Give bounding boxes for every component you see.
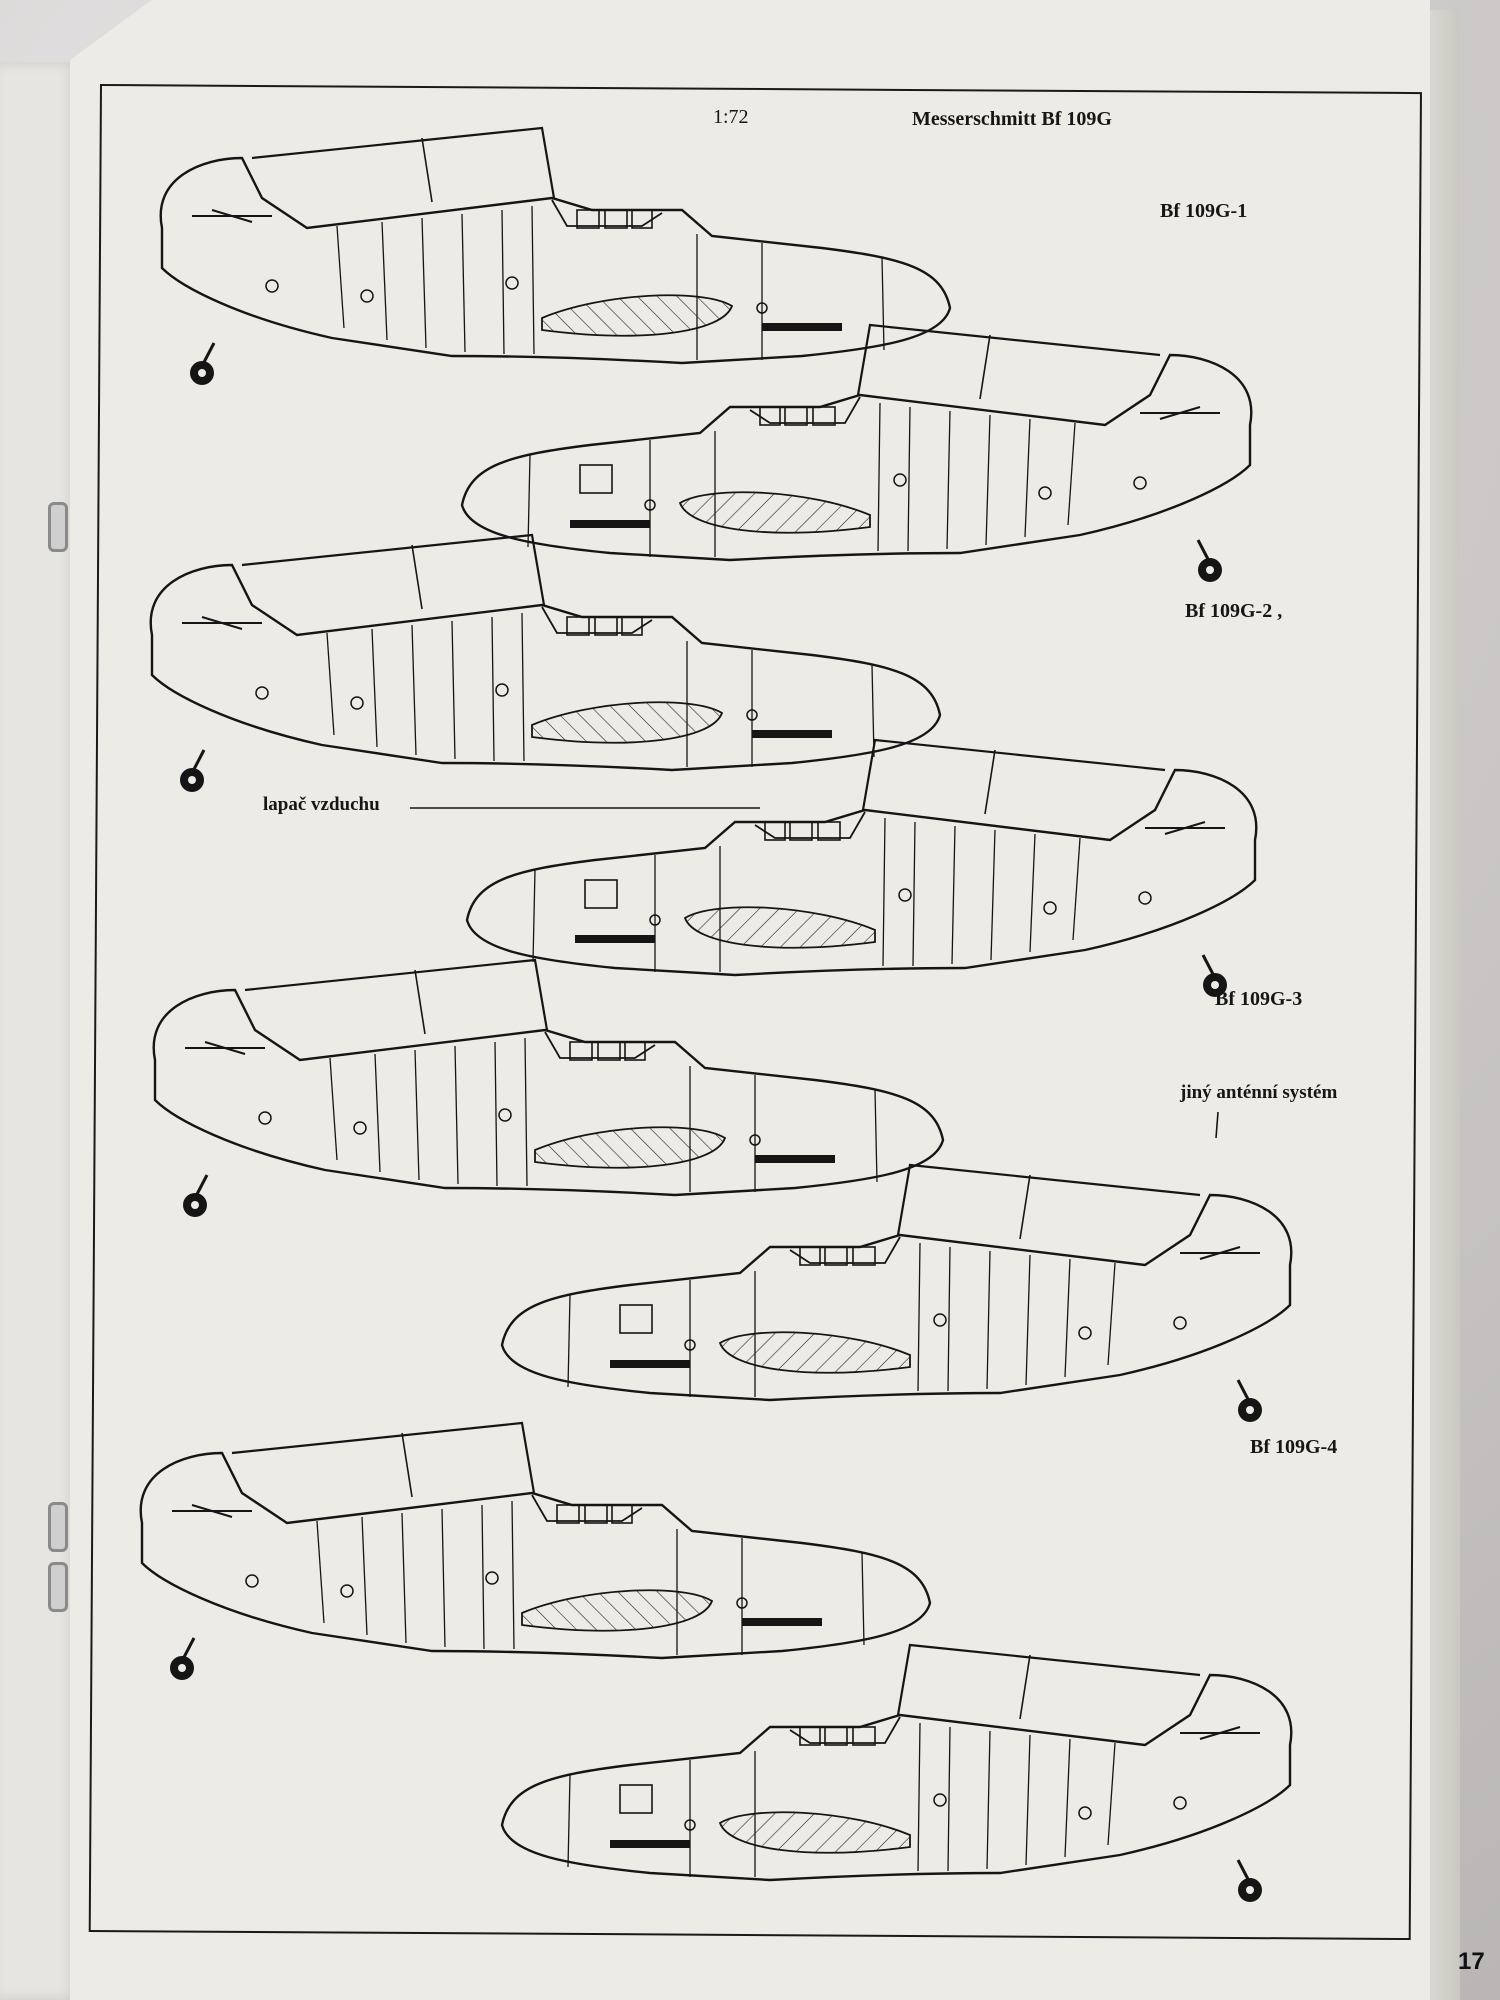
variant-label: Bf 109G-2 , bbox=[1185, 600, 1283, 622]
page-number: 17 bbox=[1458, 1948, 1485, 1975]
variant-label: Bf 109G-1 bbox=[1160, 200, 1248, 222]
air-intake-annotation: lapač vzduchu bbox=[263, 794, 380, 815]
aircraft-drawing bbox=[139, 1421, 932, 1682]
variant-label: Bf 109G-3 bbox=[1215, 988, 1303, 1010]
staple bbox=[48, 502, 68, 552]
scale-label: 1:72 bbox=[713, 106, 749, 128]
aircraft-drawing bbox=[152, 958, 945, 1219]
staple bbox=[48, 1562, 68, 1612]
leader-line bbox=[1215, 1111, 1219, 1139]
aircraft-drawing bbox=[159, 126, 952, 387]
aircraft-drawing bbox=[462, 325, 1251, 582]
aircraft-drawing bbox=[502, 1165, 1291, 1422]
aircraft-drawing bbox=[502, 1645, 1291, 1902]
aircraft-drawing bbox=[149, 533, 942, 794]
left-page bbox=[0, 62, 82, 2000]
booklet-page bbox=[70, 0, 1430, 2000]
antenna-annotation: jiný anténní systém bbox=[1180, 1082, 1338, 1103]
page-title: Messerschmitt Bf 109G bbox=[912, 108, 1112, 130]
aircraft-drawing bbox=[467, 740, 1256, 997]
variant-label: Bf 109G-4 bbox=[1250, 1436, 1338, 1458]
staple bbox=[48, 1502, 68, 1552]
